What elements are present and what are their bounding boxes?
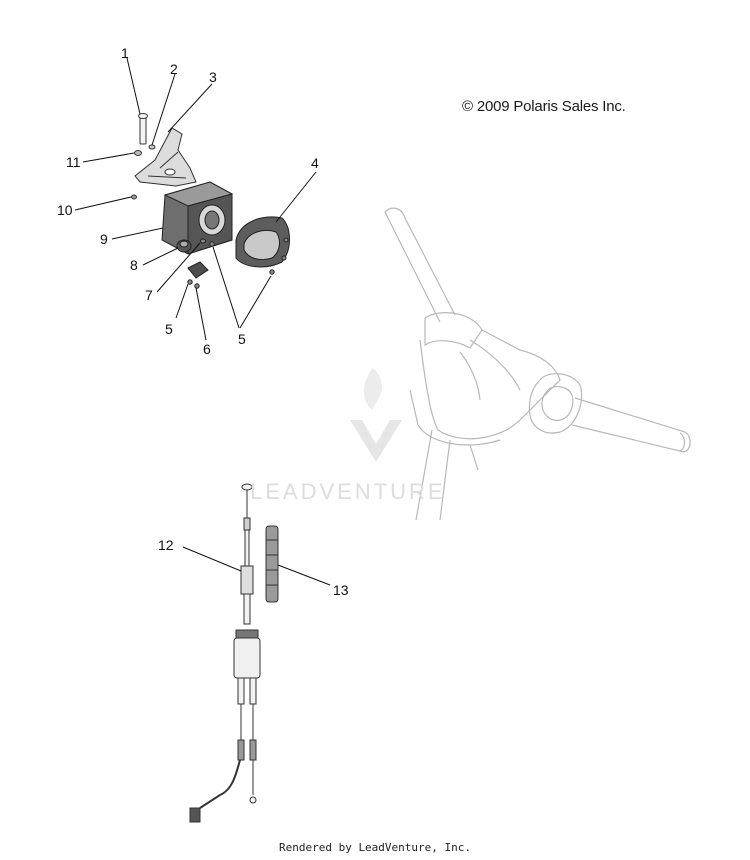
part-10-pin [131, 194, 137, 200]
part-2-washer [148, 144, 156, 150]
part-3-bracket [134, 127, 197, 187]
part-4-switch-cover [235, 216, 290, 275]
callout-8: 8 [130, 257, 138, 273]
callout-1: 1 [121, 45, 129, 61]
part-12-cable-assembly [189, 483, 261, 823]
part-6-plate [187, 261, 209, 289]
flame-v-logo-icon [350, 368, 402, 462]
callout-2: 2 [170, 61, 178, 77]
part-9-switch-housing [161, 181, 234, 255]
callout-3: 3 [209, 69, 217, 85]
callout-5-left: 5 [165, 321, 173, 337]
copyright-notice: © 2009 Polaris Sales Inc. [462, 98, 626, 115]
watermark-brand: LEADVENTURE [250, 479, 446, 504]
callout-10: 10 [57, 202, 73, 218]
part-7-screw [200, 238, 206, 244]
part-5-screws [187, 241, 215, 285]
handlebar-phantom-outline [384, 207, 691, 521]
leader-lines [74, 57, 331, 586]
footer-credit: Rendered by LeadVenture, Inc. [278, 841, 472, 854]
callout-11: 11 [66, 154, 81, 170]
callout-13: 13 [333, 582, 349, 598]
callout-9: 9 [100, 231, 108, 247]
callout-5-right: 5 [238, 331, 246, 347]
callout-4: 4 [311, 155, 319, 171]
callout-7: 7 [145, 287, 153, 303]
callout-6: 6 [203, 341, 211, 357]
part-1-bolt [138, 113, 148, 145]
part-11-nut [134, 150, 142, 156]
callout-12: 12 [158, 537, 174, 553]
part-13-sleeve [265, 525, 279, 603]
part-8-grommet [176, 239, 192, 253]
